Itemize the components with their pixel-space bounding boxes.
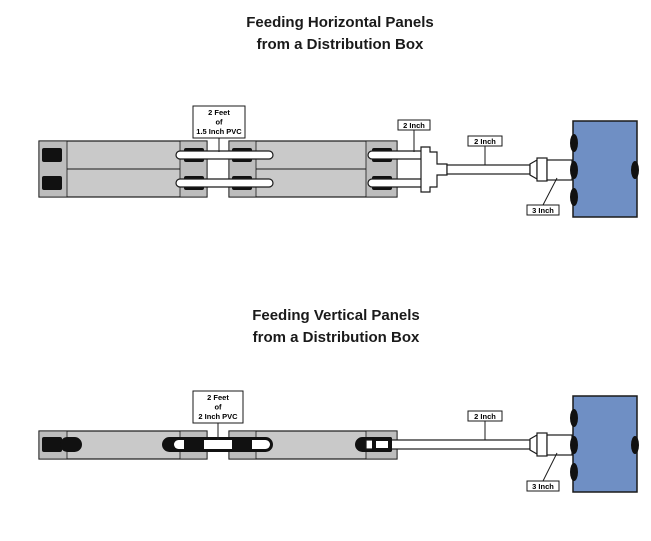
- panel-port: [42, 148, 62, 162]
- panel-end-plug: [60, 437, 82, 452]
- reducer-fitting: [529, 158, 538, 181]
- connector-label-line-1: 2 Feet: [208, 108, 230, 117]
- box-port: [570, 161, 578, 179]
- horizontal-right-panel: [228, 140, 398, 198]
- connector-pipe-upper: [175, 150, 274, 160]
- main-feed-pipe: [446, 164, 531, 175]
- panel-port: [232, 437, 252, 452]
- connector-label-line-3: 1.5 Inch PVC: [196, 127, 242, 136]
- box-inlet-pipe: [546, 159, 573, 181]
- tee-label: 2 Inch: [403, 121, 425, 130]
- connector-label-line-2: of: [214, 403, 222, 412]
- connector-label-line-3: 2 Inch PVC: [198, 412, 238, 421]
- box-port-label-box: [526, 480, 560, 492]
- connector-label-line-1: 2 Feet: [207, 393, 229, 402]
- distribution-box: [572, 395, 638, 493]
- box-port-label: 3 Inch: [532, 206, 554, 215]
- horizontal-section: Feeding Horizontal Panels from a Distrib…: [38, 14, 639, 218]
- horizontal-left-panel: [38, 140, 208, 198]
- pipe-label: 2 Inch: [474, 137, 496, 146]
- connector-label-line-2: of: [215, 118, 223, 127]
- pipe-label-box: [467, 135, 503, 147]
- horizontal-title-line-2: from a Distribution Box: [257, 36, 424, 53]
- tee-label-box: [397, 119, 431, 131]
- panel-port: [42, 437, 62, 452]
- panel-port: [42, 176, 62, 190]
- pipe-label-box: [467, 410, 503, 422]
- box-port: [570, 134, 578, 152]
- pipe-label: 2 Inch: [474, 412, 496, 421]
- connector-pipe-lower: [175, 178, 274, 188]
- distribution-box: [572, 120, 638, 218]
- box-port: [631, 436, 639, 454]
- tee-fitting: [420, 146, 448, 193]
- box-port: [631, 161, 639, 179]
- pipe-through-port: [376, 441, 388, 448]
- box-port: [570, 463, 578, 481]
- box-port-label: 3 Inch: [532, 482, 554, 491]
- box-port-label-leader: [542, 177, 558, 206]
- vertical-title-line-2: from a Distribution Box: [253, 329, 420, 346]
- box-port-label-box: [526, 204, 560, 216]
- vertical-title-line-1: Feeding Vertical Panels: [252, 307, 420, 324]
- reducer-collar: [536, 432, 548, 457]
- reducer-collar: [536, 157, 548, 182]
- box-port: [570, 436, 578, 454]
- reducer-fitting: [529, 433, 538, 456]
- horizontal-title-line-1: Feeding Horizontal Panels: [246, 14, 434, 31]
- panel-port: [184, 437, 204, 452]
- vertical-section: Feeding Vertical Panels from a Distribut…: [38, 307, 639, 493]
- box-port: [570, 188, 578, 206]
- box-port-label-leader: [542, 452, 558, 482]
- connector-label-box: [192, 390, 244, 424]
- box-inlet-pipe: [546, 434, 573, 456]
- box-port: [570, 409, 578, 427]
- connector-label-box: [192, 105, 246, 139]
